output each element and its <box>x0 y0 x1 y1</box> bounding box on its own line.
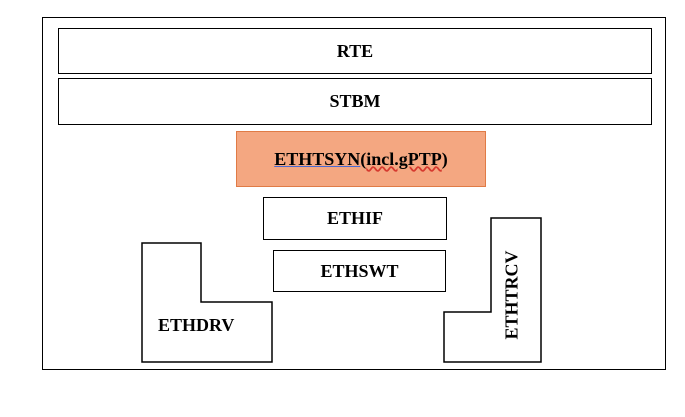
ethtrcv-label: ETHTRCV <box>501 250 522 340</box>
ethif-layer-box: ETHIF <box>263 197 447 240</box>
ethdrv-label: ETHDRV <box>158 315 235 335</box>
rte-label: RTE <box>336 40 374 61</box>
ethtrcv-shape <box>443 217 542 363</box>
rte-layer-box: RTE <box>58 28 652 74</box>
ethdrv-shape <box>141 242 273 363</box>
ethtsyn-paren-close: ) <box>441 148 448 169</box>
ethif-label: ETHIF <box>326 208 383 228</box>
ethswt-label: ETHSWT <box>320 260 399 281</box>
ethtsyn-label: ETHTSYN <box>274 148 361 169</box>
ethtsyn-incl-label: incl.gPTP <box>366 148 442 169</box>
ethtsyn-paren-open: ( <box>360 148 367 169</box>
stbm-layer-box: STBM <box>58 78 652 125</box>
ethswt-layer-box: ETHSWT <box>273 250 446 292</box>
stbm-label: STBM <box>329 91 381 111</box>
ethtsyn-layer-box: ETHTSYN(incl.gPTP) <box>236 131 486 187</box>
